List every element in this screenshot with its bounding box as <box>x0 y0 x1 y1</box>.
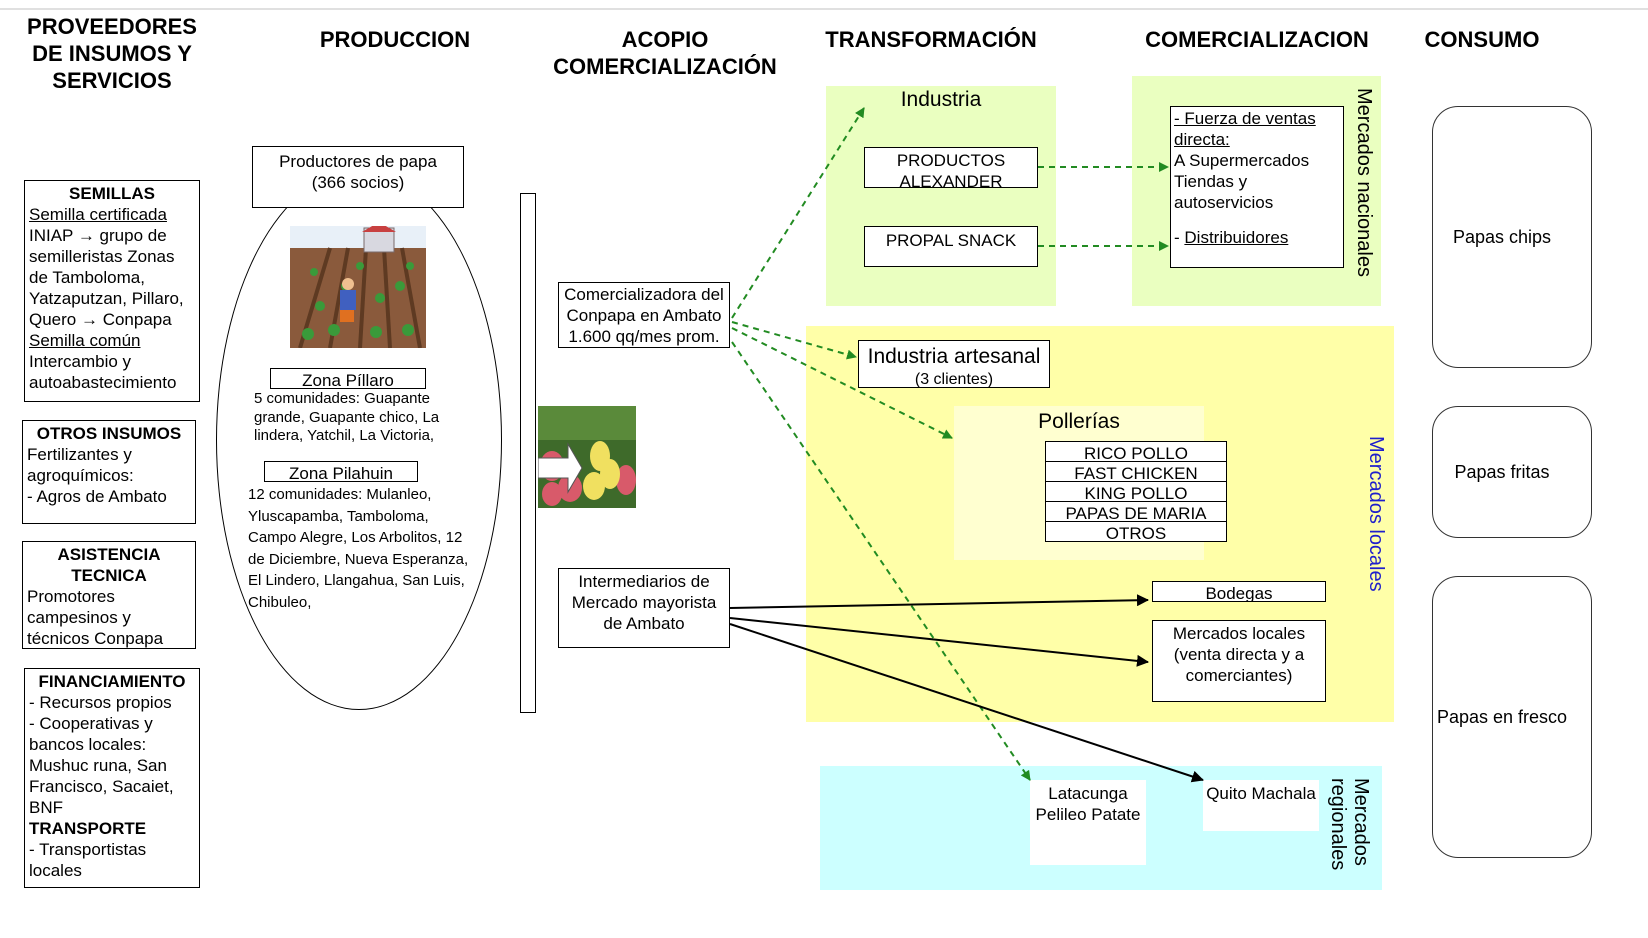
comercializadora-box: Comercializadora del Conpapa en Ambato 1… <box>558 282 730 348</box>
otros-insumos-title: OTROS INSUMOS <box>36 424 182 443</box>
artesanal-clientes: (3 clientes) <box>914 371 994 388</box>
arrow-to-quito <box>729 623 1204 783</box>
semilla-certificada-text: INIAP → grupo de semilleristas Zonas de … <box>29 226 184 329</box>
arrow-to-mercados-locales <box>729 617 1149 667</box>
otros-insumos-text: Fertilizantes y agroquímicos: <box>27 445 134 485</box>
financiamiento-box: FINANCIAMIENTO - Recursos propios - Coop… <box>24 668 200 888</box>
fuerza-ventas-items: A Supermercados Tiendas y autoservicios <box>1174 151 1310 212</box>
mercados-locales-label: Mercados locales <box>1365 436 1387 592</box>
header-comercializacion: COMERCIALIZACION <box>1145 27 1369 52</box>
arrow-to-pollerias <box>731 327 953 439</box>
consumo-papas-chips: Papas chips <box>1432 106 1592 368</box>
distribuidores-label: Distribuidores <box>1184 228 1289 247</box>
otros-insumos-box: OTROS INSUMOS Fertilizantes y agroquímic… <box>22 420 196 524</box>
financiamiento-title: FINANCIAMIENTO <box>38 672 186 691</box>
zona-pilahuin-label: Zona Pilahuin <box>264 461 418 482</box>
transporte-title: TRANSPORTE <box>29 819 147 838</box>
top-rule <box>0 8 1648 10</box>
header-proveedores: PROVEEDORES DE INSUMOS Y SERVICIOS <box>27 14 197 93</box>
productores-box: Productores de papa (366 socios) <box>252 146 464 208</box>
transporte-item: - Transportistas locales <box>29 840 147 880</box>
semillas-box: SEMILLAS Semilla certificada INIAP → gru… <box>24 180 200 402</box>
latacunga-box: Latacunga Pelileo Patate <box>1030 780 1146 865</box>
header-consumo: CONSUMO <box>1424 27 1540 52</box>
zona-pillaro-text: 5 comunidades: Guapante grande, Guapante… <box>254 390 440 444</box>
consumo-papas-fritas: Papas fritas <box>1432 406 1592 538</box>
arrow-to-industria <box>731 107 865 319</box>
alexander-box: PRODUCTOS ALEXANDER <box>864 147 1038 188</box>
consumo-papas-fresco: Papas en fresco <box>1432 576 1592 858</box>
financiamiento-item2: - Cooperativas y bancos locales: Mushuc … <box>29 714 174 817</box>
asistencia-box: ASISTENCIA TECNICA Promotores campesinos… <box>22 541 196 649</box>
intermediarios-box: Intermediarios de Mercado mayorista de A… <box>558 568 730 648</box>
arrow-to-latacunga <box>731 341 1031 781</box>
financiamiento-item1: - Recursos propios <box>29 693 172 712</box>
arrow-to-artesanal <box>731 321 857 360</box>
otros-insumos-item: - Agros de Ambato <box>27 487 167 506</box>
artesanal-box: Industria artesanal (3 clientes) <box>858 340 1050 388</box>
quito-box: Quito Machala <box>1203 780 1319 831</box>
farm-illustration <box>290 226 426 348</box>
zona-pillaro-label: Zona Píllaro <box>270 368 426 389</box>
asistencia-text: Promotores campesinos y técnicos Conpapa <box>27 587 164 648</box>
propal-box: PROPAL SNACK <box>864 226 1038 267</box>
industria-title: Industria <box>900 88 982 111</box>
fuerza-ventas-title: - Fuerza de ventas directa: <box>1174 109 1316 149</box>
semilla-certificada-label: Semilla certificada <box>29 205 167 224</box>
zona-pilahuin-text: 12 comunidades: Mulanleo, Yluscapamba, T… <box>248 486 469 611</box>
semilla-comun-text: Intercambio y autoabastecimiento <box>29 352 177 392</box>
semillas-title: SEMILLAS <box>69 184 155 203</box>
distribuidores-dash: - <box>1174 228 1185 247</box>
arrow-to-bodegas <box>729 594 1149 609</box>
potatoes-image <box>538 406 636 508</box>
fuerza-ventas-box: - Fuerza de ventas directa: A Supermerca… <box>1170 106 1344 268</box>
header-produccion: PRODUCCION <box>319 27 471 52</box>
mercados-nacionales-label: Mercados nacionales <box>1353 88 1375 277</box>
semilla-comun-label: Semilla común <box>29 331 141 350</box>
distribuidores-item: - Distribuidores <box>1174 227 1340 248</box>
acopio-bar <box>520 193 536 713</box>
header-transformacion: TRANSFORMACIÓN <box>825 27 1037 52</box>
mercados-locales-box: Mercados locales (venta directa y a come… <box>1152 620 1326 702</box>
industria-zone <box>826 86 1056 306</box>
pollerias-title: Pollerías <box>1038 410 1120 433</box>
asistencia-title: ASISTENCIA TECNICA <box>57 545 161 585</box>
header-acopio: ACOPIO COMERCIALIZACIÓN <box>553 27 777 79</box>
mercados-regionales-label: Mercados regionales <box>1327 778 1372 871</box>
polleria-fast-chicken: FAST CHICKEN <box>1045 461 1227 482</box>
artesanal-title: Industria artesanal <box>867 345 1041 368</box>
polleria-otros: OTROS <box>1045 521 1227 542</box>
bodegas-box: Bodegas <box>1152 581 1326 602</box>
